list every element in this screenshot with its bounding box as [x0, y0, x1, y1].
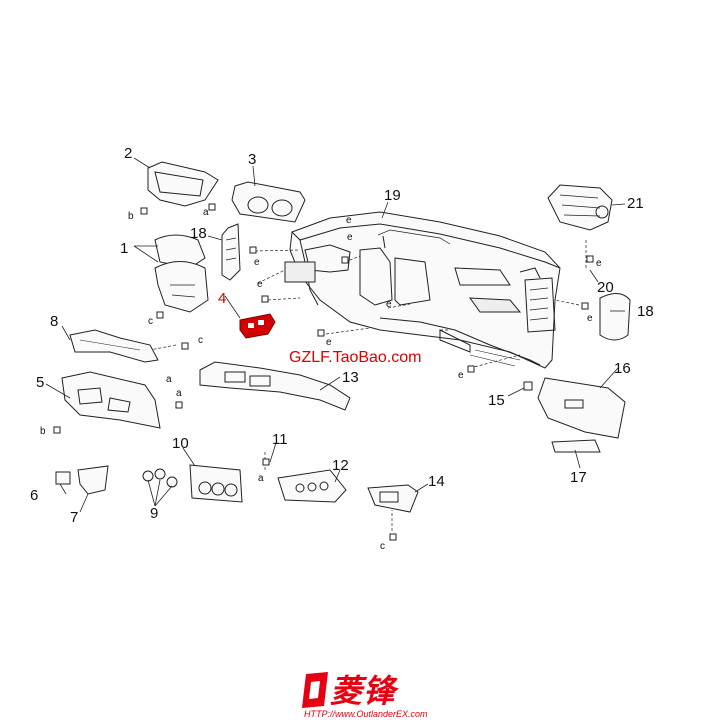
part-label: 17	[570, 469, 587, 486]
fastener-letter: e	[257, 279, 263, 290]
part-label: 12	[332, 457, 349, 474]
fastener-letter: e	[254, 257, 260, 268]
cover-14-shape	[367, 484, 419, 513]
fastener-letter: e	[347, 232, 353, 243]
part-label: 2	[124, 145, 132, 162]
part-label: 5	[36, 374, 44, 391]
part-label: 20	[597, 279, 614, 296]
glove-box-striker-shape	[551, 439, 601, 453]
part-label: 11	[272, 431, 288, 448]
column-cover-shape	[154, 234, 209, 313]
glove-box-shape	[537, 377, 626, 439]
brand-logo-mark	[302, 672, 328, 708]
part-label: 9	[150, 505, 158, 522]
part-label: 21	[627, 195, 644, 212]
part-label: 13	[342, 369, 359, 386]
callout-lines	[45, 157, 626, 513]
part-label: 7	[70, 509, 78, 526]
fastener-letter: c	[198, 335, 203, 346]
heater-control-shape	[277, 469, 347, 503]
fastener-letter: e	[326, 337, 332, 348]
part-label: 18	[190, 225, 207, 242]
watermark-text: GZLF.TaoBao.com	[289, 349, 422, 366]
part-label: 6	[30, 487, 38, 504]
right-vent-shape	[599, 293, 631, 341]
fastener-letter: e	[587, 313, 593, 324]
fastener-letter: e	[596, 258, 602, 269]
fastener-letter: c	[380, 541, 385, 552]
bolt-markers	[53, 203, 594, 541]
brand-url[interactable]: HTTP://www.OutlanderEX.com	[304, 709, 428, 719]
heater-panel-shape	[189, 464, 243, 503]
part-label: 1	[120, 240, 128, 257]
part-label: 19	[384, 187, 401, 204]
fastener-letter: e	[386, 299, 392, 310]
part-label: 3	[248, 151, 256, 168]
part-label: 15	[488, 392, 505, 409]
left-vent-shape	[221, 223, 241, 281]
meter-hood-shape	[147, 161, 219, 207]
bracket-shape	[69, 329, 159, 363]
fastener-letter: b	[128, 211, 134, 222]
part-label: 8	[50, 313, 58, 330]
fastener-letter: e	[346, 215, 352, 226]
highlighted-part-4	[239, 313, 276, 339]
part-label: 16	[614, 360, 631, 377]
fastener-letter: a	[176, 388, 182, 399]
fastener-letters: b a c c e e e e e e e e e a a b a c	[40, 207, 602, 552]
fastener-letter: a	[166, 374, 172, 385]
part-label: 18	[637, 303, 654, 320]
part-label: 10	[172, 435, 189, 452]
combination-meter-shape	[231, 181, 306, 223]
part-number-labels: 2 3 19 21 1 18 4 8 5 13 16 15 17 18 20 1…	[30, 145, 654, 526]
fastener-letter: a	[258, 473, 264, 484]
center-panel-shape	[199, 361, 351, 411]
lower-cover-shape	[61, 371, 161, 429]
small-cover-shapes	[55, 465, 109, 495]
fastener-letter: a	[203, 207, 209, 218]
fastener-letter: c	[148, 316, 153, 327]
part-label: 14	[428, 473, 445, 490]
part-label-highlighted: 4	[218, 290, 226, 307]
fastener-letter: b	[40, 426, 46, 437]
instrument-panel-shape	[284, 211, 561, 369]
airbag-shape	[547, 184, 613, 231]
clip-15-shape	[523, 381, 533, 391]
brand-logo-text: 菱锋	[330, 672, 397, 710]
fastener-letter: e	[458, 370, 464, 381]
knob-shapes	[142, 468, 178, 488]
